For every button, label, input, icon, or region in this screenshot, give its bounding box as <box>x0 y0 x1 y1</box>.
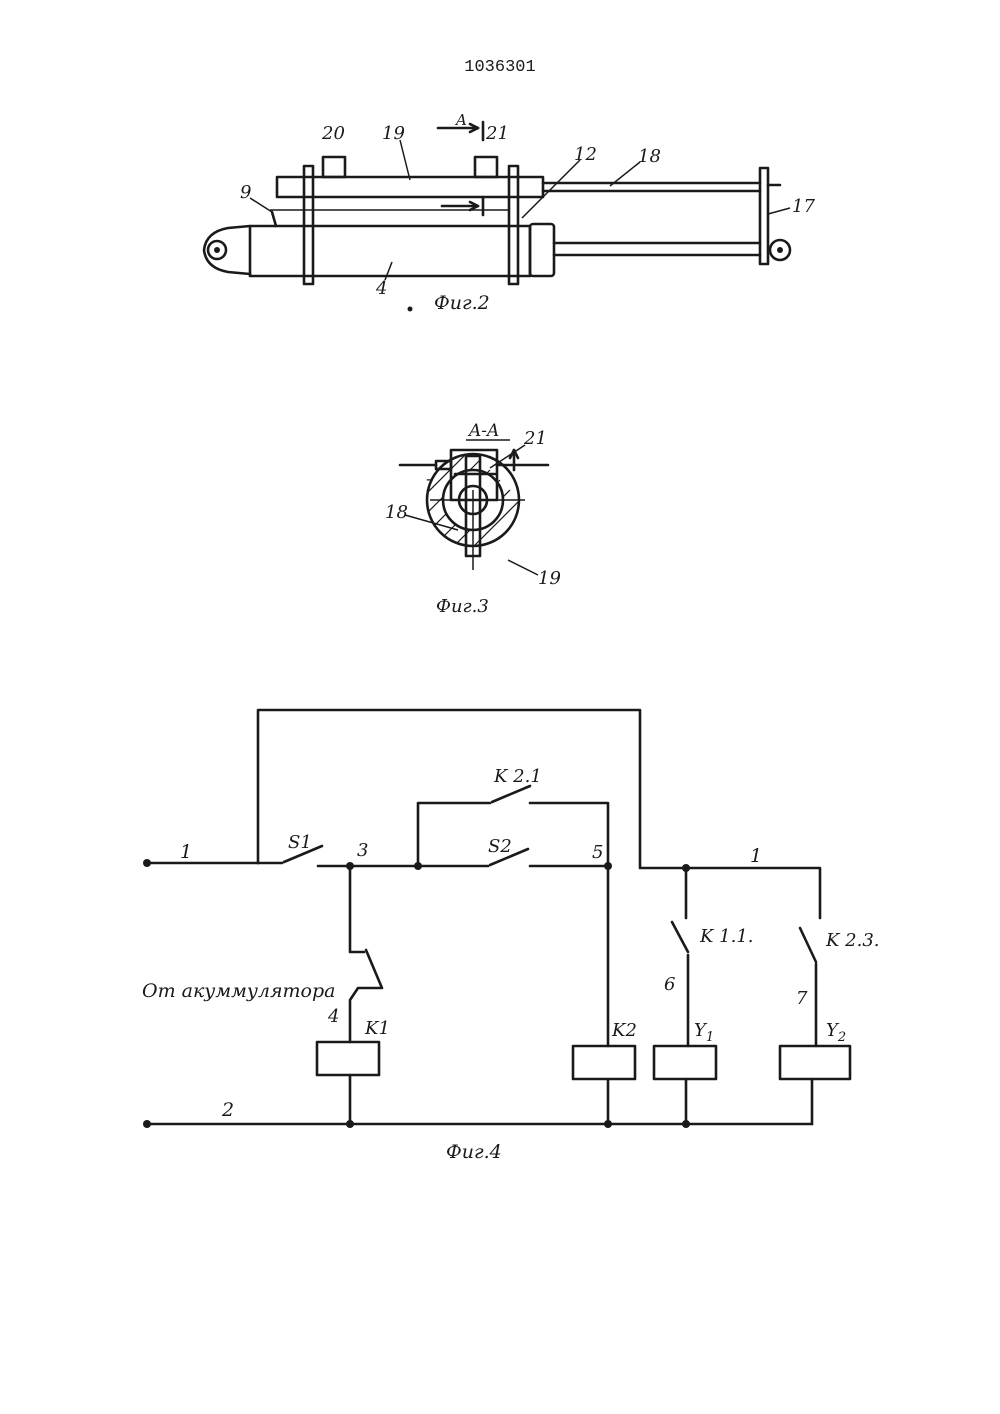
label-12: 12 <box>574 144 597 165</box>
figure-4: 1 1 2 S1 3 S2 5 K 2.1 K 1.1. K 2.3. От а… <box>142 710 880 1163</box>
document-number: 1036301 <box>464 58 535 77</box>
valve-Y1 <box>654 1046 716 1079</box>
label-node-7: 7 <box>796 988 808 1009</box>
label-wire-1-right: 1 <box>750 845 762 867</box>
label-K23: K 2.3. <box>825 930 880 951</box>
contact-K21 <box>492 786 530 802</box>
label-21: 21 <box>485 123 509 144</box>
section-title-AA: A-A <box>467 421 499 441</box>
label-node-5: 5 <box>592 842 603 863</box>
label-19: 19 <box>382 123 405 144</box>
sensor-21 <box>475 157 497 177</box>
label-node-4: 4 <box>327 1006 339 1027</box>
fig3-label-21: 21 <box>523 428 547 449</box>
cylinder-cap <box>530 224 554 276</box>
sensor-20 <box>323 157 345 177</box>
label-Y2: Y2 <box>826 1020 846 1045</box>
label-K1: K1 <box>364 1018 390 1039</box>
label-4: 4 <box>375 278 387 299</box>
valve-Y2 <box>780 1046 850 1079</box>
label-S2: S2 <box>488 836 512 857</box>
label-node-3: 3 <box>357 840 368 861</box>
label-Y1: Y1 <box>694 1020 714 1045</box>
label-node-6: 6 <box>664 974 675 995</box>
contact-K23 <box>800 928 816 962</box>
label-17: 17 <box>792 196 815 217</box>
relay-K2 <box>573 1046 635 1079</box>
minus-sign: - <box>426 469 431 488</box>
accumulator-note: От акуммулятора <box>142 980 335 1002</box>
plate-17 <box>760 168 768 264</box>
relay-K1 <box>317 1042 379 1075</box>
label-S1: S1 <box>288 832 312 853</box>
label-K2: K2 <box>611 1020 637 1041</box>
label-9: 9 <box>240 182 251 203</box>
label-K21: K 2.1 <box>493 766 542 787</box>
upper-loop-wire <box>258 710 820 918</box>
contact-K11 <box>672 922 688 952</box>
label-wire-2: 2 <box>221 1099 234 1121</box>
fig4-caption: Фиг.4 <box>446 1141 502 1163</box>
fig3-label-18: 18 <box>385 502 408 523</box>
label-18: 18 <box>638 146 661 167</box>
figure-3: A-A 21 18 19 - Фиг.3 <box>380 421 561 617</box>
fig2-caption: Фиг.2 <box>434 292 490 314</box>
figure-2: 20 19 21 12 18 9 17 4 A Фиг.2 <box>204 111 815 314</box>
label-wire-1-left: 1 <box>180 841 192 863</box>
fig3-caption: Фиг.3 <box>436 596 489 617</box>
section-mark-A: A <box>454 111 467 129</box>
label-20: 20 <box>321 123 345 144</box>
fig3-label-19: 19 <box>538 568 561 589</box>
label-K11: K 1.1. <box>699 926 754 947</box>
